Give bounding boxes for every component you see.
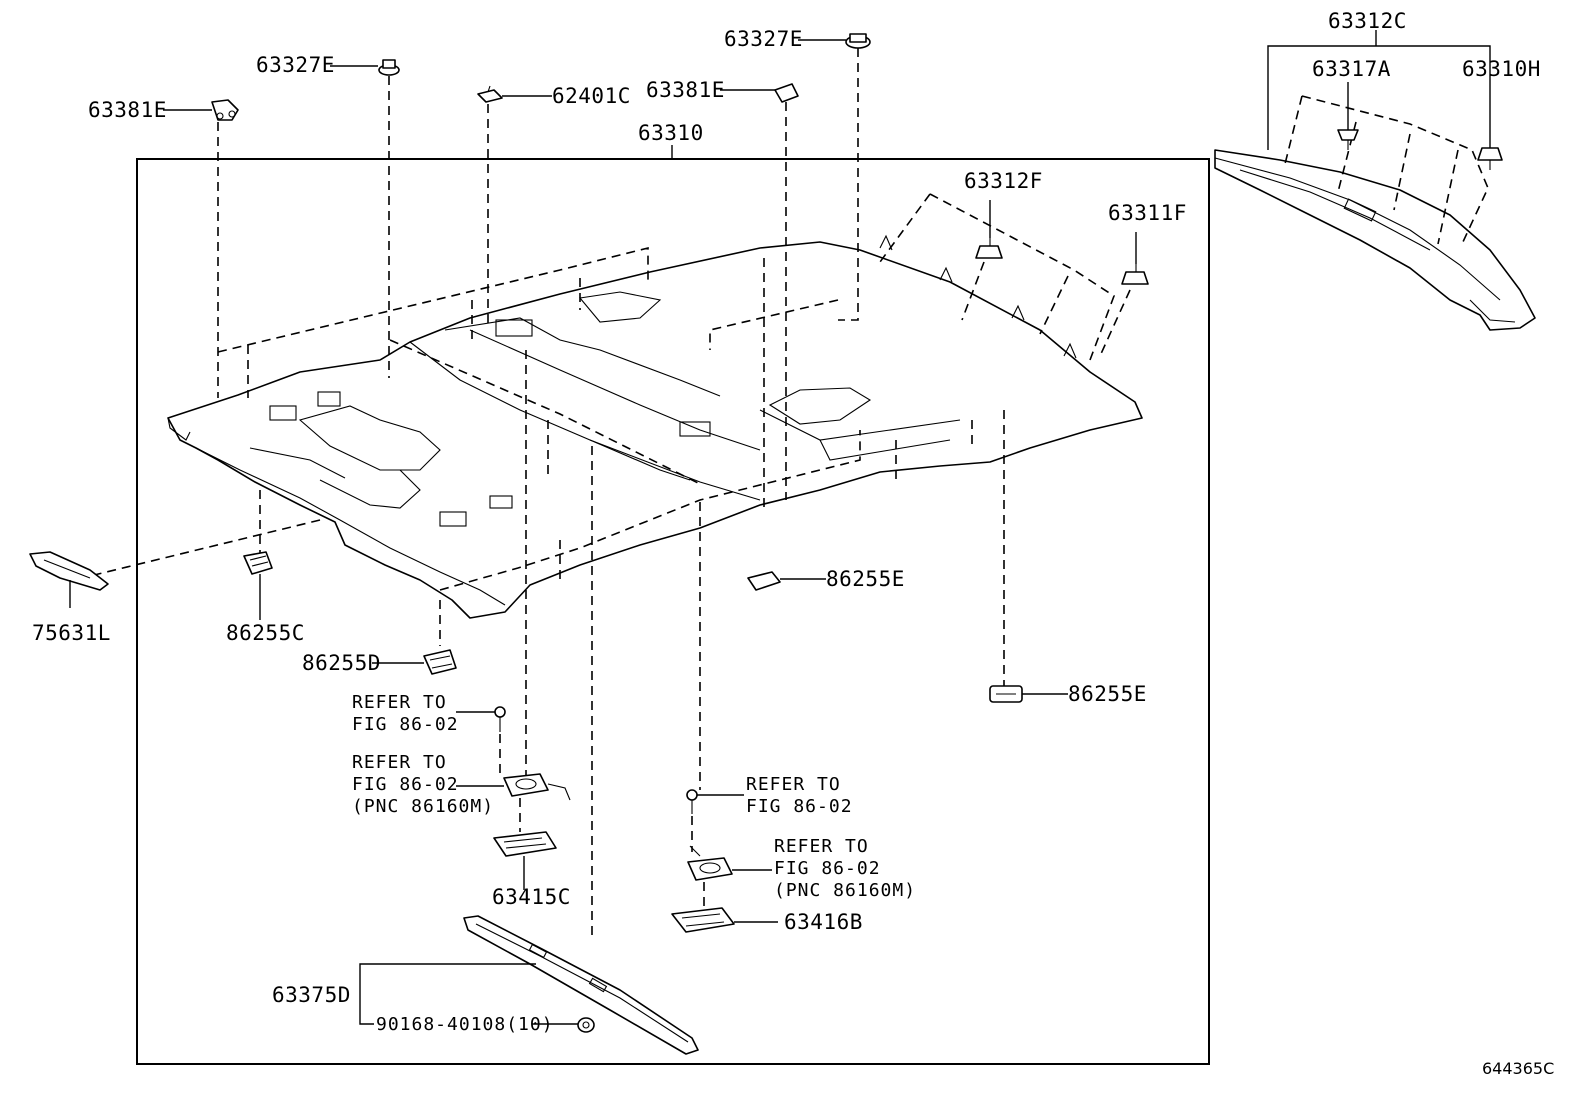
clip-63327E-right-icon [845,33,871,49]
clip-86255E-upper-icon [747,571,781,591]
map-lamp-left-icon [503,773,571,801]
label-63416B: 63416B [784,910,863,934]
label-86255E-lower: 86255E [1068,682,1147,706]
lamp-cover-63416B-icon [671,907,735,933]
clip-86255E-lower-icon [989,685,1023,703]
clip-63381E-left-icon [211,99,239,121]
refer-note-b-line1: REFER TO [352,752,447,773]
refer-note-b-line2: FIG 86-02 [352,774,459,795]
nut-90168-icon [577,1017,595,1033]
label-63312C: 63312C [1328,9,1407,33]
map-lamp-right-icon [687,845,733,881]
figure-reference-number: 644365C [1482,1059,1554,1078]
label-63375D: 63375D [272,983,351,1007]
screw-left-icon [494,706,506,732]
clip-86255C-icon [243,551,273,575]
label-63381E-left: 63381E [88,98,167,122]
label-63327E-left: 63327E [256,53,335,77]
assist-rail-63375D-icon [463,915,699,1055]
label-62401C: 62401C [552,84,631,108]
clip-63327E-left-icon [378,59,400,76]
clip-86255D-icon [423,649,457,675]
refer-note-d-line1: REFER TO [774,836,869,857]
group-frame-63310 [136,158,1210,1065]
label-63310H: 63310H [1462,57,1541,81]
bracket-75631L-icon [29,551,109,591]
label-63415C: 63415C [492,885,571,909]
refer-note-d-line2: FIG 86-02 [774,858,881,879]
clip-63381E-right-icon [774,83,799,103]
label-86255E-upper: 86255E [826,567,905,591]
refer-note-a-line1: REFER TO [352,692,447,713]
label-86255D: 86255D [302,651,381,675]
label-63312F: 63312F [964,169,1043,193]
refer-note-c-line1: REFER TO [746,774,841,795]
refer-note-d-line3: (PNC 86160M) [774,880,916,901]
label-63317A: 63317A [1312,57,1391,81]
lamp-cover-63415C-icon [493,831,557,857]
clip-63310H-icon [1477,147,1503,170]
headliner-63310 [167,234,1143,619]
clip-63311F-icon [1121,264,1149,285]
refer-note-a-line2: FIG 86-02 [352,714,459,735]
refer-note-c-line2: FIG 86-02 [746,796,853,817]
label-63327E-right: 63327E [724,27,803,51]
label-63311F: 63311F [1108,201,1187,225]
label-63310: 63310 [638,121,704,145]
roof-side-rail-63312C [1214,149,1536,331]
refer-note-b-line3: (PNC 86160M) [352,796,494,817]
label-86255C: 86255C [226,621,305,645]
label-90168-40108: 90168-40108(10) [376,1014,554,1035]
screw-right-icon [686,789,698,814]
label-75631L: 75631L [32,621,111,645]
label-63381E-right: 63381E [646,78,725,102]
clip-62401C-icon [477,85,503,103]
clip-63317A-icon [1337,129,1359,150]
clip-63312F-icon [975,238,1003,259]
